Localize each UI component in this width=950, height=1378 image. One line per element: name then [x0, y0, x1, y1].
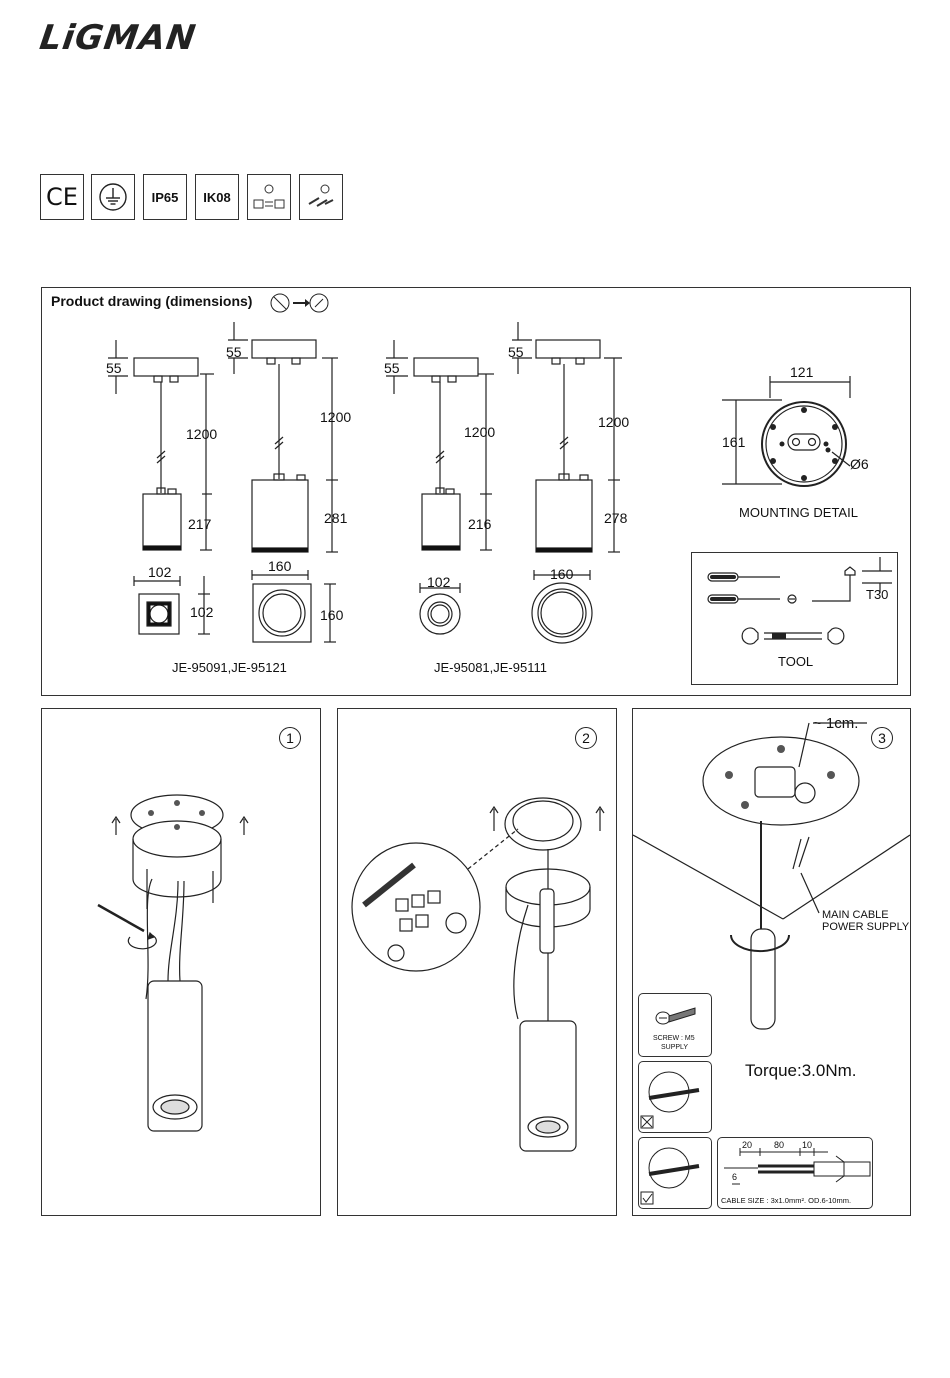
ik08-badge: IK08: [195, 174, 239, 220]
mounting-detail-label: MOUNTING DETAIL: [739, 505, 858, 520]
dim-b-cable: 1200: [320, 409, 352, 425]
dim-c-body: 216: [468, 516, 492, 532]
dim-c-cable: 1200: [464, 424, 496, 440]
dim-a-width: 102: [148, 564, 172, 580]
dim-a-depth: 102: [190, 604, 214, 620]
mounting-height: 161: [722, 434, 746, 450]
incorrect-wiring-inset: [638, 1061, 712, 1133]
dim-a-body: 217: [188, 516, 212, 532]
step-1-number: 1: [279, 727, 301, 749]
step-3-illustration: [633, 722, 910, 1030]
cable-dim-2: 80: [774, 1140, 785, 1150]
incorrect-wiring-drawing: [640, 1071, 700, 1129]
step-2-illustration: [351, 797, 605, 1152]
cable-size-inset: 20 80 10 6 CABLE SIZE : 3x1.0mm². OD.6-1…: [717, 1137, 873, 1209]
dim-d-body: 278: [604, 510, 628, 526]
tool-box: T30 TOOL: [691, 552, 898, 685]
screw-text-line-1: SCREW : M5: [653, 1035, 695, 1042]
ce-mark-icon: CE: [40, 174, 84, 220]
dim-a-top: 55: [106, 360, 122, 376]
dim-a-cable: 1200: [186, 426, 218, 442]
dim-c-top: 55: [384, 360, 400, 376]
dim-d-cable: 1200: [598, 414, 630, 430]
dim-b-body: 281: [324, 510, 348, 526]
screw-text-line-2: SUPPLY: [661, 1044, 689, 1051]
step-2-number: 2: [575, 727, 597, 749]
tool-label: TOOL: [778, 654, 814, 669]
correct-wiring-drawing: [640, 1147, 700, 1205]
brand-logo: LiGMAN: [37, 18, 199, 58]
ip65-badge: IP65: [143, 174, 187, 220]
cable-size-text: CABLE SIZE : 3x1.0mm². OD.6-10mm.: [721, 1196, 852, 1205]
cable-to-plug-icon: [270, 293, 329, 313]
group1-model-codes: JE-95091,JE-95121: [172, 660, 287, 675]
tool-size: T30: [866, 587, 889, 602]
product-drawing-panel: Product drawing (dimensions): [41, 287, 911, 696]
correct-wiring-inset: [638, 1137, 712, 1209]
dimension-drawings: [108, 322, 622, 644]
product-drawing-title: Product drawing (dimensions): [51, 293, 253, 309]
step-2-panel: 2: [337, 708, 617, 1216]
dim-c-width: 102: [427, 574, 451, 590]
main-cable-line-1: MAIN CABLE: [822, 909, 889, 921]
screw-text: SCREW : M5 SUPPLY: [653, 1034, 695, 1052]
installation-icon: [247, 174, 291, 220]
mounting-hole-diameter: Ø6: [850, 456, 869, 472]
dim-b-depth: 160: [320, 607, 344, 623]
main-cable-line-2: POWER SUPPLY: [822, 921, 910, 933]
screw-icon: [655, 1007, 696, 1025]
dim-d-width: 160: [550, 566, 574, 582]
cable-strip-drawing: [724, 1148, 871, 1185]
dim-b-top: 55: [226, 344, 242, 360]
main-cable-label: MAIN CABLE POWER SUPPLY: [822, 909, 909, 933]
connection-icon: [299, 174, 343, 220]
dim-b-width: 160: [268, 558, 292, 574]
step-1-panel: 1: [41, 708, 321, 1216]
torque-label: Torque:3.0Nm.: [745, 1061, 857, 1080]
mounting-width: 121: [790, 364, 814, 380]
dim-d-top: 55: [508, 344, 524, 360]
step-3-panel: ~ 1cm. 3 MAIN CABLE POWER SUPPLY Torque:…: [632, 708, 911, 1216]
screw-inset: SCREW : M5 SUPPLY: [638, 993, 712, 1057]
group2-model-codes: JE-95081,JE-95111: [434, 660, 547, 675]
cable-dim-3: 10: [802, 1140, 813, 1150]
cable-dim-4: 6: [732, 1172, 738, 1182]
tools-drawing: [707, 557, 892, 645]
mounting-detail-drawing: [722, 376, 851, 487]
cable-dim-1: 20: [742, 1140, 753, 1150]
step-3-number: 3: [871, 727, 893, 749]
earth-icon: [91, 174, 135, 220]
step-1-illustration: [97, 794, 249, 1132]
